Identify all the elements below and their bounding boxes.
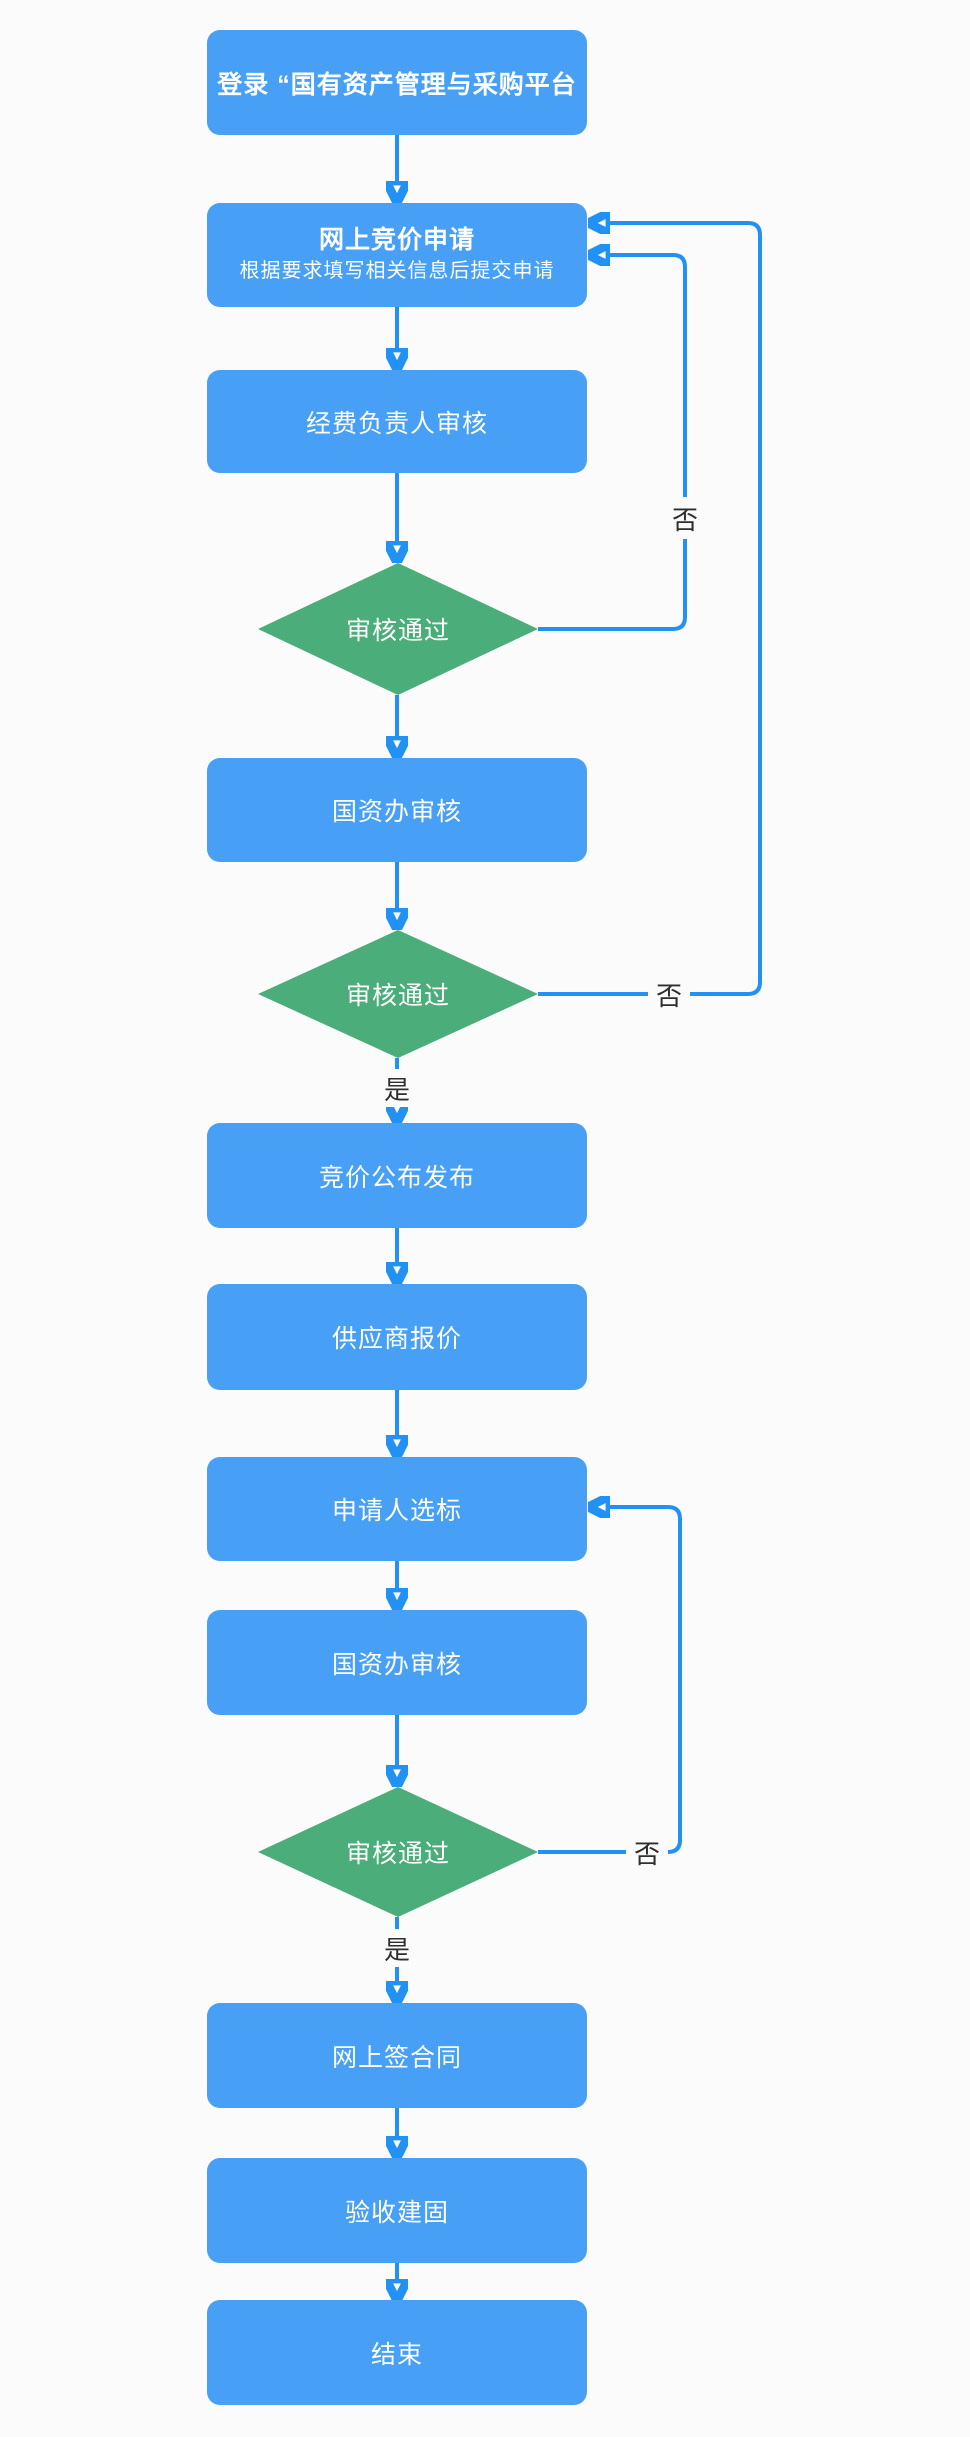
node-online-sign-contract: 网上签合同 <box>207 2003 587 2108</box>
node-end-label: 结束 <box>370 2340 423 2369</box>
node-funds-owner-review-label: 经费负责人审核 <box>305 409 488 438</box>
node-bid-publish-label: 竞价公布发布 <box>318 1163 475 1192</box>
edge-label-yes-1: 是 <box>377 1069 417 1107</box>
node-decision-3-label: 审核通过 <box>345 1840 450 1868</box>
node-state-assets-review-1: 国资办审核 <box>207 758 587 862</box>
node-bid-apply: 网上竞价申请 根据要求填写相关信息后提交申请 <box>207 203 587 307</box>
node-login-label: 登录 “国有资产管理与采购平台 <box>217 70 577 99</box>
edge-decision1-no-to-apply <box>538 255 687 631</box>
node-end: 结束 <box>207 2300 587 2405</box>
edge-label-no-3: 否 <box>626 1831 668 1873</box>
edge-decision3-no-to-select <box>538 1507 682 1854</box>
node-acceptance: 验收建固 <box>207 2158 587 2263</box>
node-decision-2-label: 审核通过 <box>345 982 450 1010</box>
node-state-assets-review-2-label: 国资办审核 <box>331 1650 462 1679</box>
node-state-assets-review-2: 国资办审核 <box>207 1610 587 1715</box>
node-acceptance-label: 验收建固 <box>344 2198 449 2227</box>
node-bid-publish: 竞价公布发布 <box>207 1123 587 1228</box>
edge-label-no-2: 否 <box>648 973 690 1015</box>
node-funds-owner-review: 经费负责人审核 <box>207 370 587 473</box>
node-login: 登录 “国有资产管理与采购平台 <box>207 30 587 135</box>
node-state-assets-review-1-label: 国资办审核 <box>331 798 462 826</box>
edge-label-no-1: 否 <box>666 497 704 539</box>
edge-decision2-no-to-apply <box>538 223 762 996</box>
node-applicant-select: 申请人选标 <box>207 1457 587 1561</box>
node-supplier-quote: 供应商报价 <box>207 1284 587 1390</box>
node-decision-1-label: 审核通过 <box>345 617 450 645</box>
node-bid-apply-title: 网上竞价申请 <box>318 225 475 254</box>
node-applicant-select-label: 申请人选标 <box>331 1497 462 1525</box>
node-supplier-quote-label: 供应商报价 <box>331 1325 462 1353</box>
edge-label-yes-2: 是 <box>377 1929 417 1967</box>
node-online-sign-contract-label: 网上签合同 <box>331 2043 462 2072</box>
node-bid-apply-subtitle: 根据要求填写相关信息后提交申请 <box>239 260 555 283</box>
